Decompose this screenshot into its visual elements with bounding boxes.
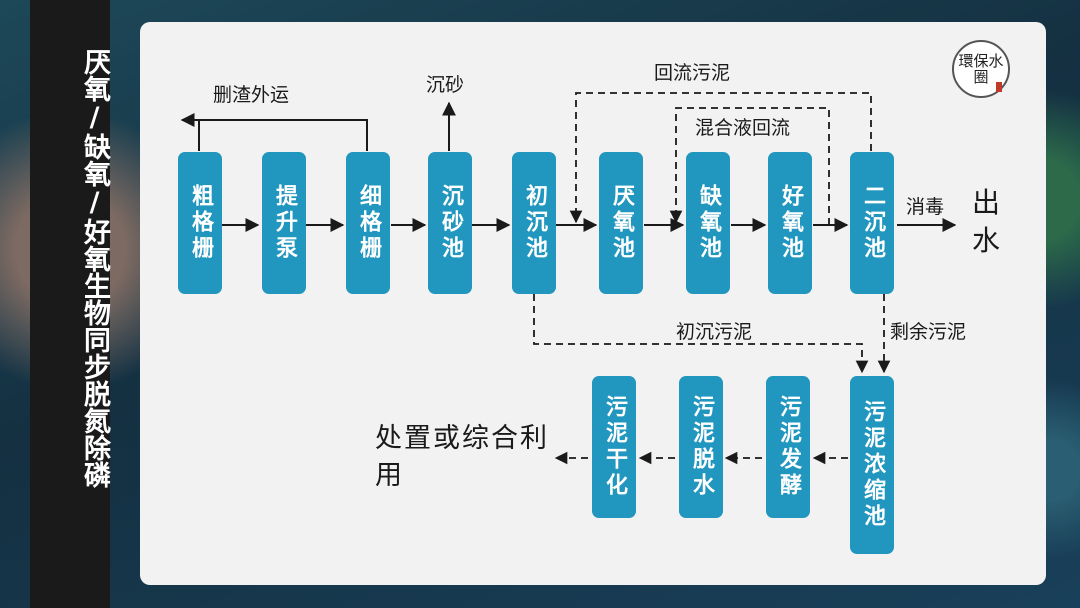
arrow-mixed-liquor-recycle (669, 107, 830, 225)
node-aerobic-tank: 好氧池 (768, 152, 812, 294)
node-sludge-dewatering: 污泥脱水 (679, 376, 723, 518)
label-screenings-removal: 删渣外运 (213, 84, 290, 106)
node-sludge-digestion: 污泥发酵 (766, 376, 810, 518)
label-return-sludge: 回流污泥 (654, 62, 731, 84)
node-anoxic-tank: 缺氧池 (686, 152, 730, 294)
sidebar (30, 0, 110, 608)
node-lift-pump: 提升泵 (262, 152, 306, 294)
node-grit-chamber: 沉砂池 (428, 152, 472, 294)
node-fine-screen: 细格栅 (346, 152, 390, 294)
label-effluent: 出水 (972, 186, 1001, 257)
label-excess-sludge: 剩余污泥 (890, 321, 967, 343)
arrow-primary-sludge (533, 294, 869, 374)
label-grit: 沉砂 (426, 74, 465, 96)
label-disinfection: 消毒 (906, 196, 945, 218)
label-primary-sludge: 初沉污泥 (676, 321, 753, 343)
node-primary-clarifier: 初沉池 (512, 152, 556, 294)
node-sludge-drying: 污泥干化 (592, 376, 636, 518)
node-coarse-screen: 粗格栅 (178, 152, 222, 294)
arrow-screenings-removal (198, 119, 368, 151)
node-secondary-clarifier: 二沉池 (850, 152, 894, 294)
sidebar-title: 厌氧/缺氧/好氧生物同步脱氮除磷 (79, 48, 110, 488)
node-anaerobic-tank: 厌氧池 (599, 152, 643, 294)
arrow-return-sludge (569, 92, 872, 224)
logo-seal (996, 82, 1002, 92)
label-disposal: 处置或综合利用 (375, 423, 549, 491)
label-mixed-liquor-recycle: 混合液回流 (695, 117, 791, 139)
node-sludge-thickener: 污泥浓缩池 (850, 376, 894, 554)
